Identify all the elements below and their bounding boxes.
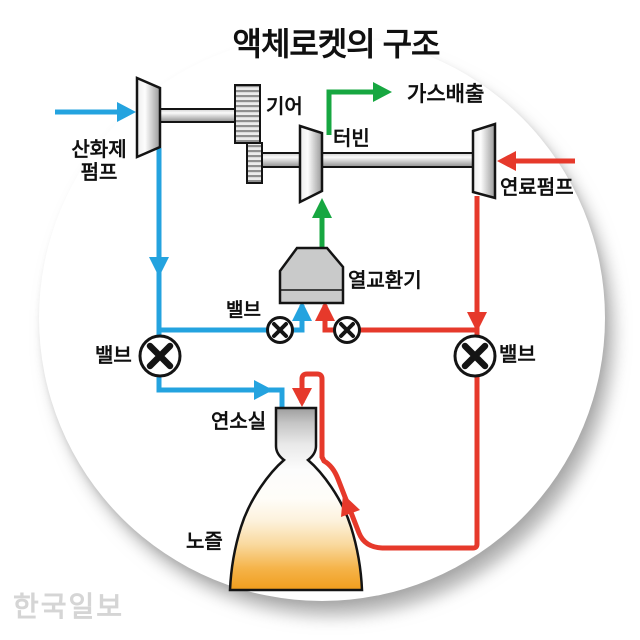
hx-to-turbine-arrow — [312, 198, 332, 218]
oxidizer-to-chamber-arrow — [254, 380, 273, 400]
valve-oxidizer-label: 밸브 — [95, 345, 132, 367]
oxidizer-main-line — [156, 148, 285, 410]
pump-shaft — [159, 108, 238, 123]
valve-fuel-main — [453, 334, 497, 378]
valve-fuel-label: 밸브 — [499, 344, 536, 366]
fuel-cooling-line — [299, 371, 385, 551]
gas-exhaust-arrow — [373, 82, 392, 102]
fuel-to-hx-arrow — [315, 301, 335, 321]
valve-oxidizer-bypass — [266, 316, 294, 344]
turbine-label: 터빈 — [333, 128, 370, 150]
diagram-title: 액체로켓의 구조 — [232, 26, 441, 62]
oxidizer-inlet-arrow — [117, 102, 136, 122]
oxidizer-pump — [135, 76, 162, 159]
nozzle-label: 노즐 — [186, 531, 223, 553]
heat-exchanger-label: 열교환기 — [348, 270, 422, 292]
turbine-exhaust-line — [326, 89, 376, 135]
valve-bypass-label: 밸브 — [226, 300, 261, 321]
fuel-main-line — [382, 196, 480, 551]
valve-fuel-bypass — [333, 316, 361, 344]
publisher-watermark: 한국일보 — [13, 591, 125, 622]
gear-label: 기어 — [266, 96, 303, 118]
combustion-chamber-nozzle — [228, 406, 364, 592]
fuel-pump — [471, 122, 497, 200]
oxidizer-pump-label: 산화제 펌프 — [71, 139, 127, 184]
oxidizer-down-arrow — [149, 257, 169, 277]
heat-exchanger — [278, 246, 345, 305]
gear-large — [234, 84, 261, 144]
fuel-to-chamber-arrow — [292, 388, 312, 407]
valve-oxidizer-main — [138, 334, 182, 378]
gear-small — [246, 142, 263, 184]
fuel-inlet-arrow — [497, 151, 516, 171]
fuel-pump-label: 연료펌프 — [500, 177, 574, 199]
oxidizer-to-hx-arrow — [292, 301, 312, 321]
turbine — [298, 124, 324, 205]
cooling-up-arrow — [341, 494, 360, 517]
fuel-down-arrow — [467, 312, 487, 332]
turbine-shaft — [261, 152, 474, 168]
combustion-chamber-label: 연소실 — [211, 411, 267, 433]
gas-exhaust-label: 가스배출 — [407, 83, 485, 106]
